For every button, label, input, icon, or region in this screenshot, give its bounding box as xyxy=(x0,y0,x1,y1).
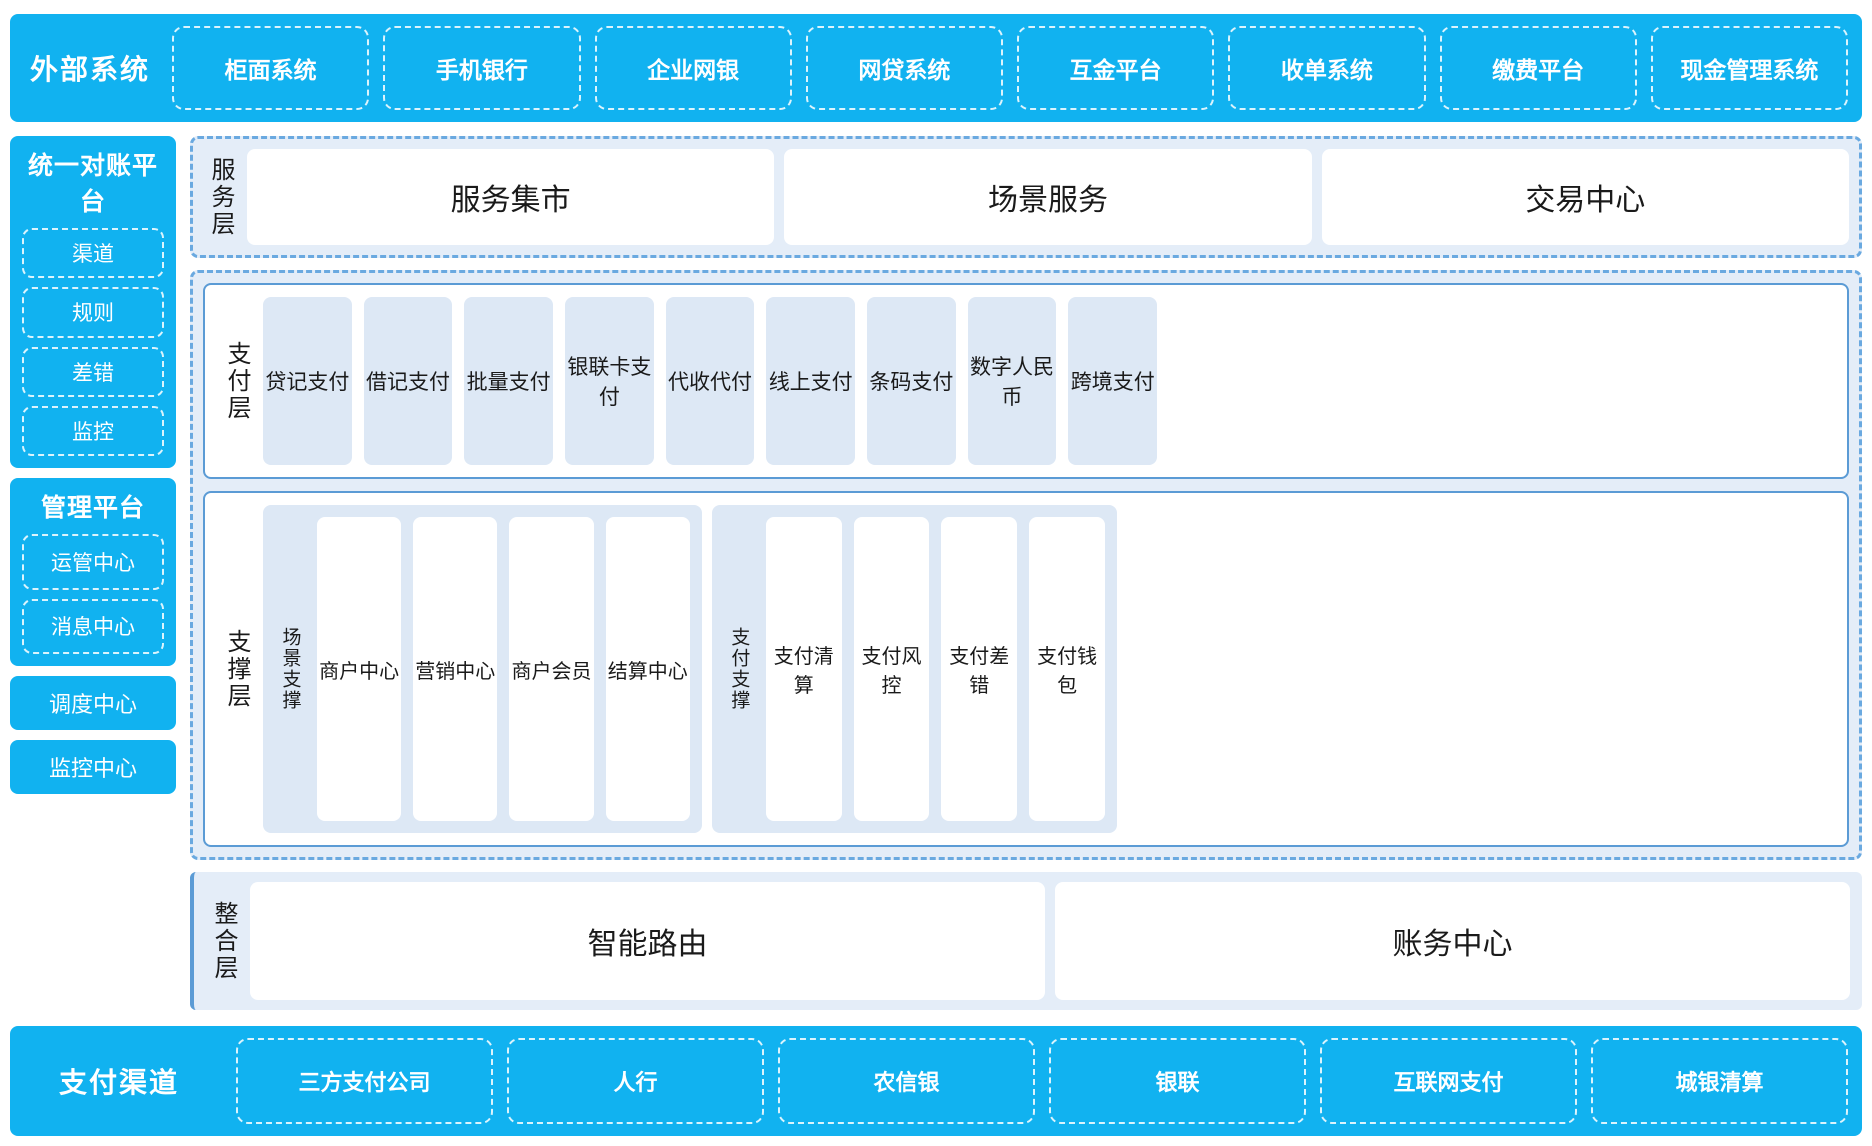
payment-layer-row: 支付层 贷记支付 借记支付 批量支付 银联卡支付 代收代付 线上支付 条码支付 … xyxy=(219,297,1158,465)
payment-support-group: 支付支撑 支付清算 支付风控 支付差错 支付钱包 xyxy=(711,505,1117,833)
payment-layer-panel: 支付层 贷记支付 借记支付 批量支付 银联卡支付 代收代付 线上支付 条码支付 … xyxy=(203,283,1849,479)
payment-tile-digital-rmb[interactable]: 数字人民币 xyxy=(967,297,1057,465)
service-layer-row: 服务层 服务集市 场景服务 交易中心 xyxy=(203,149,1849,245)
payment-tile-barcode[interactable]: 条码支付 xyxy=(867,297,956,465)
payment-tile-cross-border[interactable]: 跨境支付 xyxy=(1068,297,1158,465)
support-tile-settlement-center[interactable]: 结算中心 xyxy=(605,517,690,821)
service-card-transaction-center[interactable]: 交易中心 xyxy=(1321,149,1849,245)
support-tile-marketing-center[interactable]: 营销中心 xyxy=(413,517,498,821)
reconciliation-chip-monitor[interactable]: 监控 xyxy=(22,405,164,456)
payment-channels-bar: 支付渠道 三方支付公司 人行 农信银 银联 互联网支付 城银清算 xyxy=(10,1026,1862,1136)
integration-layer-label: 整合层 xyxy=(210,900,237,982)
service-card-marketplace[interactable]: 服务集市 xyxy=(247,149,775,245)
external-system-chip-counter[interactable]: 柜面系统 xyxy=(172,26,370,110)
scene-support-label: 场景支撑 xyxy=(279,627,301,711)
payment-tile-unionpay-card[interactable]: 银联卡支付 xyxy=(565,297,654,465)
management-chip-message-center[interactable]: 消息中心 xyxy=(22,598,164,654)
reconciliation-platform-items: 渠道 规则 差错 监控 xyxy=(22,228,164,456)
payment-tile-debit[interactable]: 借记支付 xyxy=(363,297,453,465)
right-stack: 服务层 服务集市 场景服务 交易中心 支付层 贷记支付 借记支付 批量支付 xyxy=(190,136,1862,1010)
external-system-chip-mobile-bank[interactable]: 手机银行 xyxy=(383,26,581,110)
external-system-chip-bill-payment[interactable]: 缴费平台 xyxy=(1439,26,1637,110)
support-tile-payment-clearing[interactable]: 支付清算 xyxy=(765,517,842,821)
payment-channels-items: 三方支付公司 人行 农信银 银联 互联网支付 城银清算 xyxy=(236,1026,1848,1136)
payment-support-label: 支付支撑 xyxy=(728,627,750,711)
reconciliation-platform-title: 统一对账平台 xyxy=(27,152,158,216)
external-systems-title: 外部系统 xyxy=(29,54,150,85)
support-layer-label: 支撑层 xyxy=(223,628,250,710)
external-system-chip-corporate-ebank[interactable]: 企业网银 xyxy=(594,26,792,110)
support-tile-merchant-center[interactable]: 商户中心 xyxy=(317,517,402,821)
payment-channel-chip-unionpay[interactable]: 银联 xyxy=(1049,1038,1306,1124)
payment-tile-collection-disbursement[interactable]: 代收代付 xyxy=(665,297,755,465)
reconciliation-platform-card: 统一对账平台 渠道 规则 差错 监控 xyxy=(10,136,176,468)
payment-channel-chip-third-party[interactable]: 三方支付公司 xyxy=(236,1038,493,1124)
integration-layer-row: 整合层 智能路由 账务中心 xyxy=(206,882,1850,1000)
payment-channels-title: 支付渠道 xyxy=(58,1067,179,1098)
reconciliation-chip-error[interactable]: 差错 xyxy=(22,346,164,397)
scene-support-group: 场景支撑 商户中心 营销中心 商户会员 结算中心 xyxy=(263,505,702,833)
left-rail: 统一对账平台 渠道 规则 差错 监控 管理平台 运管中心 消息中心 调度中心 监… xyxy=(10,136,176,1010)
management-chip-operations-center[interactable]: 运管中心 xyxy=(22,534,164,590)
integration-card-smart-routing[interactable]: 智能路由 xyxy=(250,882,1045,1000)
external-system-chip-internet-finance[interactable]: 互金平台 xyxy=(1017,26,1215,110)
payment-tile-credit[interactable]: 贷记支付 xyxy=(263,297,352,465)
external-system-chip-acquiring[interactable]: 收单系统 xyxy=(1228,26,1426,110)
support-tile-payment-risk-control[interactable]: 支付风控 xyxy=(853,517,930,821)
management-platform-items: 运管中心 消息中心 xyxy=(22,534,164,654)
monitoring-center-card[interactable]: 监控中心 xyxy=(10,740,176,794)
support-tile-merchant-member[interactable]: 商户会员 xyxy=(509,517,594,821)
reconciliation-chip-channel[interactable]: 渠道 xyxy=(22,228,164,279)
core-capability-group: 支付层 贷记支付 借记支付 批量支付 银联卡支付 代收代付 线上支付 条码支付 … xyxy=(190,270,1862,860)
reconciliation-chip-rule[interactable]: 规则 xyxy=(22,287,164,338)
payment-layer-label: 支付层 xyxy=(223,340,250,422)
integration-card-accounting-center[interactable]: 账务中心 xyxy=(1055,882,1850,1000)
payment-channel-chip-pboc[interactable]: 人行 xyxy=(507,1038,764,1124)
external-system-chip-cash-management[interactable]: 现金管理系统 xyxy=(1650,26,1848,110)
payment-channel-chip-rcc[interactable]: 农信银 xyxy=(778,1038,1035,1124)
support-layer-row: 支撑层 场景支撑 商户中心 营销中心 商户会员 结算中心 支付支撑 支付清算 支… xyxy=(219,505,1117,833)
integration-layer-group: 整合层 智能路由 账务中心 xyxy=(190,872,1862,1010)
service-layer-group: 服务层 服务集市 场景服务 交易中心 xyxy=(190,136,1862,258)
external-system-chip-online-loan[interactable]: 网贷系统 xyxy=(805,26,1003,110)
middle-region: 统一对账平台 渠道 规则 差错 监控 管理平台 运管中心 消息中心 调度中心 监… xyxy=(10,136,1862,1010)
payment-layer-tiles: 贷记支付 借记支付 批量支付 银联卡支付 代收代付 线上支付 条码支付 数字人民… xyxy=(263,297,1158,465)
external-systems-bar: 外部系统 柜面系统 手机银行 企业网银 网贷系统 互金平台 收单系统 缴费平台 … xyxy=(10,14,1862,122)
payment-tile-online[interactable]: 线上支付 xyxy=(766,297,856,465)
support-tile-payment-error[interactable]: 支付差错 xyxy=(941,517,1018,821)
service-layer-label: 服务层 xyxy=(207,156,234,238)
management-platform-title: 管理平台 xyxy=(40,494,145,522)
service-card-scenario[interactable]: 场景服务 xyxy=(784,149,1312,245)
management-platform-card: 管理平台 运管中心 消息中心 xyxy=(10,478,176,666)
support-layer-panel: 支撑层 场景支撑 商户中心 营销中心 商户会员 结算中心 支付支撑 支付清算 支… xyxy=(203,491,1849,847)
external-systems-items: 柜面系统 手机银行 企业网银 网贷系统 互金平台 收单系统 缴费平台 现金管理系… xyxy=(172,14,1848,122)
payment-channel-chip-internet-payment[interactable]: 互联网支付 xyxy=(1320,1038,1577,1124)
scheduling-center-card[interactable]: 调度中心 xyxy=(10,676,176,730)
payment-tile-batch[interactable]: 批量支付 xyxy=(464,297,554,465)
support-tile-payment-wallet[interactable]: 支付钱包 xyxy=(1029,517,1105,821)
payment-channel-chip-cityclearing[interactable]: 城银清算 xyxy=(1591,1038,1848,1124)
